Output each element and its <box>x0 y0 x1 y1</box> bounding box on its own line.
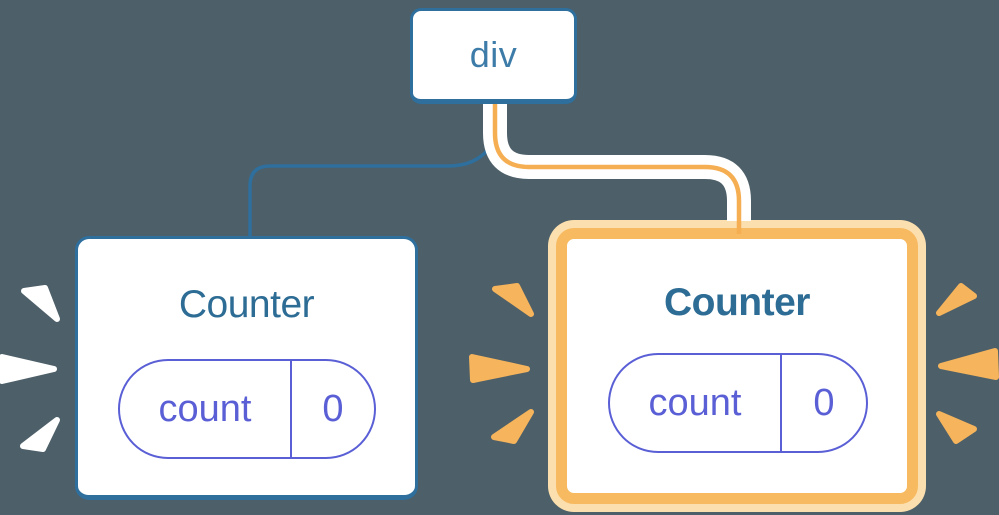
state-value: 0 <box>322 387 344 430</box>
edge-div-to-right-counter <box>492 104 742 234</box>
state-name: count <box>120 361 292 457</box>
spark-burst-right <box>936 283 999 444</box>
edge-highlight-tube <box>483 104 751 221</box>
tree-node-div: div <box>410 8 577 104</box>
state-pill: count 0 <box>118 359 376 459</box>
spark-burst-left <box>0 285 60 452</box>
counter-card-highlighted: Counter count 0 <box>556 228 918 504</box>
spark-icon <box>21 285 60 322</box>
spark-icon <box>0 354 57 384</box>
spark-icon <box>938 348 999 380</box>
counter-title: Counter <box>664 281 811 324</box>
counter-title: Counter <box>178 283 315 326</box>
spark-icon <box>492 283 534 317</box>
spark-icon <box>491 409 534 444</box>
counter-card-left: Counter count 0 <box>75 236 418 500</box>
state-pill: count 0 <box>608 353 868 453</box>
spark-burst-middle <box>469 283 534 444</box>
div-node-label: div <box>469 34 518 75</box>
spark-icon <box>20 417 60 452</box>
spark-icon <box>469 354 530 383</box>
spark-icon <box>936 283 977 316</box>
state-name: count <box>610 355 782 451</box>
spark-icon <box>936 411 977 444</box>
edge-div-to-left-counter <box>248 103 503 237</box>
state-value: 0 <box>813 381 835 424</box>
